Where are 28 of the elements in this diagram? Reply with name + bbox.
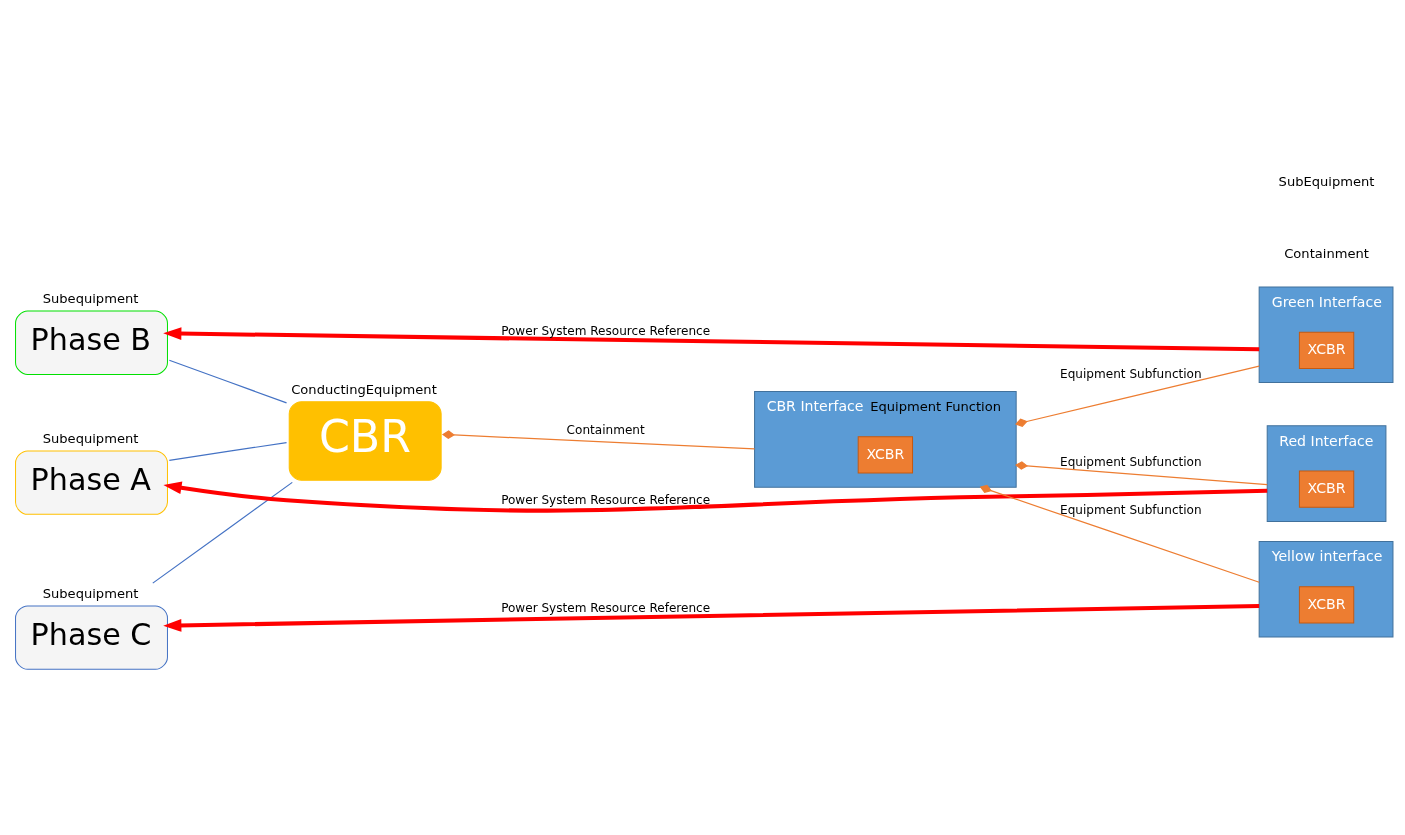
label: Containment: [1283, 246, 1369, 262]
connector: [441, 430, 755, 450]
edge-label: Power System Resource Reference: [500, 323, 710, 338]
node-box: XCBR: [1298, 470, 1354, 508]
edge-label: Equipment Subfunction: [1059, 454, 1202, 469]
connector: [979, 484, 1260, 583]
edge-label: Power System Resource Reference: [500, 492, 710, 507]
edge-label: Power System Resource Reference: [500, 600, 710, 615]
label: SubEquipment: [1278, 173, 1375, 189]
edge-label: Equipment Subfunction: [1059, 502, 1202, 517]
node-box: XCBR: [1298, 586, 1354, 624]
edge-label: Equipment Subfunction: [1059, 367, 1202, 382]
edge-label: Containment: [566, 423, 645, 438]
arrow: [162, 481, 1267, 513]
node-label: Subequipment: [42, 431, 138, 447]
connector: [168, 359, 287, 404]
node-label: Subequipment: [42, 291, 138, 307]
connector: [1014, 365, 1260, 428]
node-box: XCBR: [1298, 331, 1354, 369]
node-label: Equipment Function: [869, 399, 1001, 415]
connector: [1014, 461, 1268, 486]
arrow: [162, 604, 1259, 632]
node-label: ConductingEquipment: [290, 382, 437, 398]
connector: [151, 481, 293, 584]
node-box: XCBR: [857, 436, 913, 474]
node-label: Subequipment: [42, 586, 138, 602]
arrow: [162, 327, 1259, 352]
connector: [168, 441, 287, 461]
